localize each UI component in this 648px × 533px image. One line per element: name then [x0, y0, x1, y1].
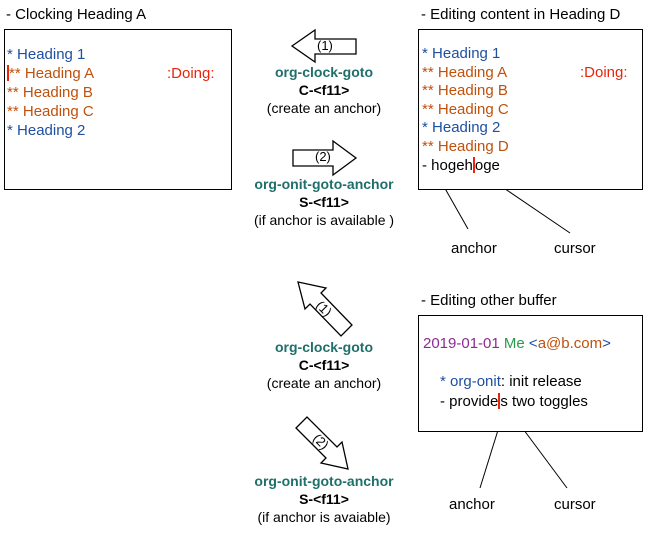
release-item-line: * org-onit: init release [440, 373, 582, 390]
cursor-caret [498, 393, 501, 409]
bottom-anchor-label: anchor [449, 496, 495, 513]
top-clock-goto-note: (create an anchor) [266, 100, 382, 116]
top-clock-goto-command: org-clock-goto [275, 64, 373, 80]
outline-line: * Heading 2 [422, 119, 501, 136]
bottom-goto-anchor-key: S-<f11> [299, 491, 349, 507]
up-left-block-arrow [297, 281, 353, 337]
bottom-clock-goto-command: org-clock-goto [275, 339, 373, 355]
bottom-clock-goto-note: (create an anchor) [266, 375, 382, 391]
top-left-title: - Clocking Heading A [6, 6, 147, 23]
top-clock-goto-key: C-<f11> [298, 82, 350, 98]
top-cursor-label: cursor [554, 240, 596, 257]
other-buffer: 2019-01-01 Me <a@b.com> * org-onit: init… [418, 315, 643, 432]
outline-line: ** Heading C [422, 101, 509, 118]
cursor-caret [472, 157, 475, 173]
outline-line: ** Heading A [7, 65, 95, 82]
top-goto-anchor-key: S-<f11> [299, 194, 349, 210]
outline-line: ** Heading A [422, 64, 508, 81]
doing-tag: :Doing: [580, 64, 628, 81]
right-block-arrow [292, 139, 358, 177]
bottom-right-title: - Editing other buffer [421, 292, 557, 309]
clocking-buffer: * Heading 1 ** Heading A :Doing: ** Head… [4, 29, 232, 190]
down-right-block-arrow [295, 416, 349, 470]
outline-line: ** Heading C [7, 103, 94, 120]
bottom-goto-anchor-command: org-onit-goto-anchor [254, 473, 394, 489]
commit-header-line: 2019-01-01 Me <a@b.com> [423, 335, 611, 352]
outline-line: ** Heading B [7, 84, 93, 101]
bottom-cursor-label: cursor [554, 496, 596, 513]
outline-line: ** Heading D [422, 138, 509, 155]
top-right-title: - Editing content in Heading D [421, 6, 621, 23]
outline-line: ** Heading B [422, 82, 508, 99]
bottom-goto-anchor-note: (if anchor is avaiable) [257, 509, 391, 525]
top-goto-step: (1) [317, 38, 333, 53]
top-goto-anchor-command: org-onit-goto-anchor [254, 176, 394, 192]
top-anchor-step: (2) [315, 149, 331, 164]
bottom-clock-goto-key: C-<f11> [298, 357, 350, 373]
outline-line: * Heading 1 [7, 46, 86, 63]
cursor-caret [7, 65, 9, 81]
outline-line: * Heading 1 [422, 45, 501, 62]
outline-line: * Heading 2 [7, 122, 86, 139]
doing-tag: :Doing: [167, 65, 215, 82]
left-block-arrow [290, 28, 357, 64]
top-goto-anchor-note: (if anchor is available ) [253, 212, 395, 228]
top-anchor-label: anchor [451, 240, 497, 257]
editing-buffer: * Heading 1 ** Heading A :Doing: ** Head… [418, 29, 643, 190]
